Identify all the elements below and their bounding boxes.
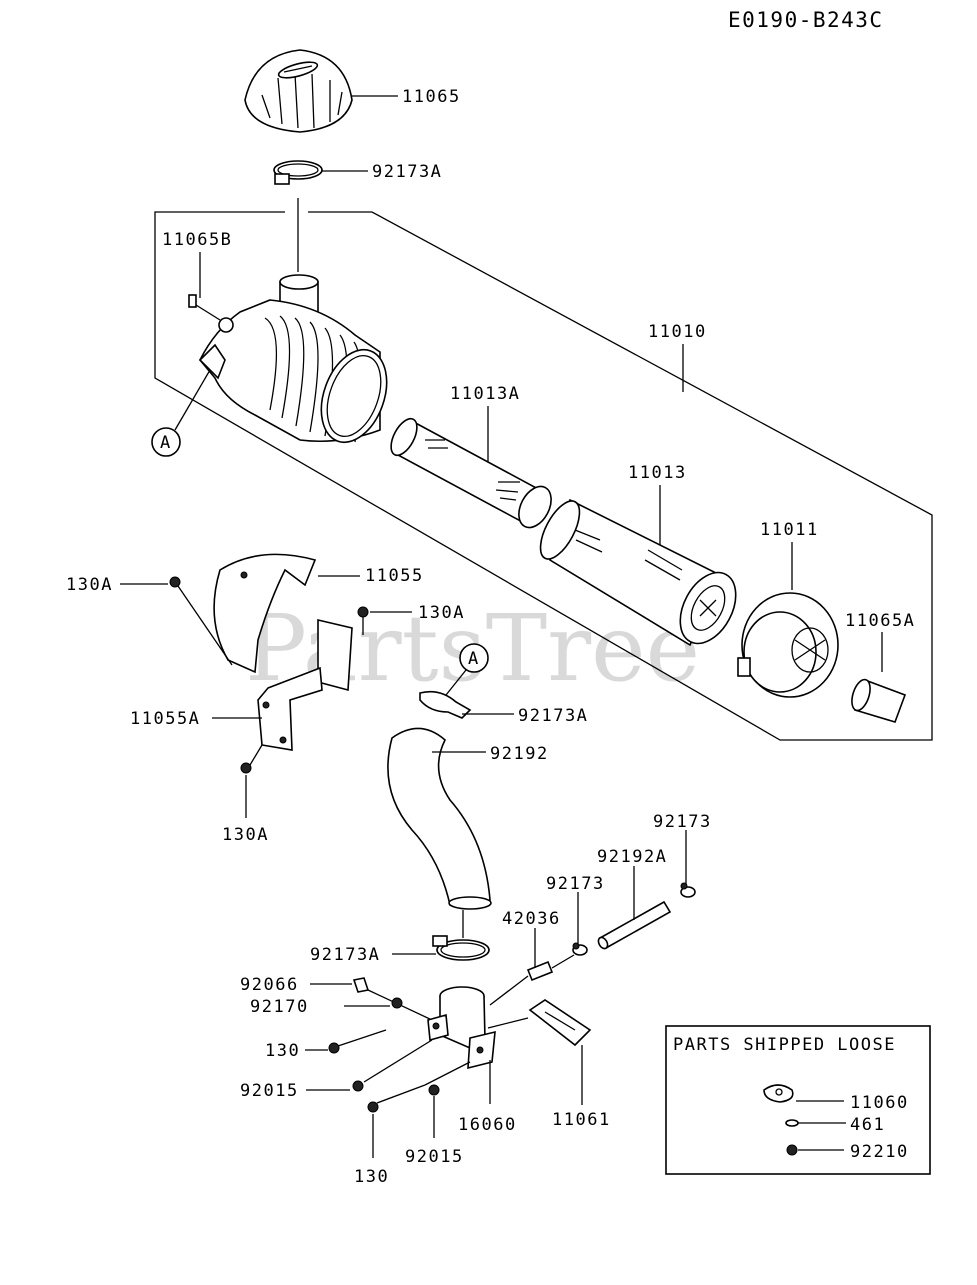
part-11065-cap[interactable] [244,49,353,133]
part-11055-shield[interactable] [213,553,317,674]
part-92173A-mid-clamp[interactable] [419,690,472,719]
label-11065B[interactable]: 11065B [162,230,232,250]
label-11060[interactable]: 11060 [850,1093,909,1113]
label-92173A-top[interactable]: 92173A [372,162,442,182]
label-130A-bottom[interactable]: 130A [222,825,269,845]
part-11011-cover[interactable] [737,592,839,698]
part-16060-housing[interactable] [427,986,496,1070]
label-11055[interactable]: 11055 [365,566,424,586]
part-92173A-low-clamp[interactable] [432,935,490,961]
loose-parts-box [665,1025,931,1175]
label-92173-right-top[interactable]: 92173 [653,812,712,832]
label-92210[interactable]: 92210 [850,1142,909,1162]
label-11013[interactable]: 11013 [628,463,687,483]
label-92066[interactable]: 92066 [240,975,299,995]
label-130A-left[interactable]: 130A [66,575,113,595]
part-92210-nut[interactable] [786,1144,798,1156]
part-130A-bottom-bolt[interactable] [240,744,263,774]
label-11055A[interactable]: 11055A [130,709,200,729]
part-92015-left-nut[interactable] [352,1080,364,1092]
label-42036[interactable]: 42036 [502,909,561,929]
part-92066-plug[interactable] [352,977,370,993]
part-11055A-bracket[interactable] [257,618,353,751]
part-air-cleaner-body[interactable] [198,274,399,451]
part-130-left-bolt[interactable] [328,1029,387,1054]
part-130A-left-bolt[interactable] [169,576,233,666]
label-130-left[interactable]: 130 [265,1041,300,1061]
label-11065A[interactable]: 11065A [845,611,915,631]
ref-marker-A-mid-label: A [468,649,480,669]
part-11065A-valve[interactable] [848,677,907,723]
part-11013A-inner-filter[interactable] [386,415,558,533]
part-11061-gasket[interactable] [528,999,592,1047]
label-92192[interactable]: 92192 [490,744,549,764]
assembly-frame [154,211,933,741]
part-130A-mid-bolt[interactable] [357,606,369,635]
diagram-code: E0190-B243C [728,8,884,32]
label-92173-mid[interactable]: 92173 [546,874,605,894]
loose-parts-title: PARTS SHIPPED LOOSE [673,1035,896,1055]
label-11065[interactable]: 11065 [402,87,461,107]
label-130A-mid[interactable]: 130A [418,603,465,623]
label-92192A[interactable]: 92192A [597,847,667,867]
ref-marker-A-mid [459,643,489,673]
label-92170[interactable]: 92170 [250,997,309,1017]
ref-marker-A-top [151,427,181,457]
label-461[interactable]: 461 [850,1115,885,1135]
label-92015-bottom[interactable]: 92015 [405,1147,464,1167]
part-11065B-indicator[interactable] [188,294,221,321]
part-92192-hose[interactable] [387,727,492,910]
label-92173A-mid[interactable]: 92173A [518,706,588,726]
label-130-bottom[interactable]: 130 [354,1167,389,1187]
label-11011[interactable]: 11011 [760,520,819,540]
part-130-bottom-bolt[interactable] [367,1061,471,1113]
label-11061[interactable]: 11061 [552,1110,611,1130]
part-11013-outer-filter[interactable] [533,495,747,653]
part-92015-bottom-nut[interactable] [428,1084,440,1096]
part-42036-fitting[interactable] [526,960,554,982]
label-11013A[interactable]: 11013A [450,384,520,404]
part-92173-mid-clamp[interactable] [572,942,588,956]
label-92173A-low[interactable]: 92173A [310,945,380,965]
part-92173-right-top-clamp[interactable] [680,882,696,898]
part-11060-gasket[interactable] [763,1084,794,1103]
label-92015-left[interactable]: 92015 [240,1081,299,1101]
label-16060[interactable]: 16060 [458,1115,517,1135]
part-461-washer[interactable] [785,1119,799,1127]
ref-marker-A-top-label: A [160,433,172,453]
part-92192A-small-hose[interactable] [597,900,672,950]
part-92170-washer[interactable] [391,997,403,1009]
part-92173A-top-clamp[interactable] [273,160,323,185]
label-11010[interactable]: 11010 [648,322,707,342]
